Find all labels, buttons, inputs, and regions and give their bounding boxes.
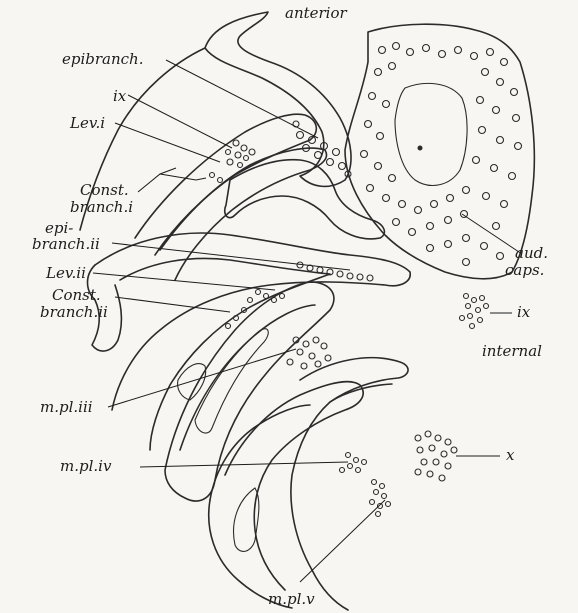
label-m-pl-iii: m.pl.iii bbox=[40, 400, 93, 415]
label-epibranch: epibranch. bbox=[62, 52, 143, 67]
label-internal: internal bbox=[482, 344, 542, 359]
arch-v bbox=[291, 358, 408, 610]
label-aud-caps-line1: aud. bbox=[515, 246, 548, 261]
label-ix-right: ix bbox=[517, 305, 530, 320]
label-const-branch-i-line2: branch.i bbox=[70, 200, 133, 215]
label-m-pl-v: m.pl.v bbox=[268, 592, 315, 607]
m-pl-v-cluster bbox=[370, 480, 391, 517]
label-ix-top: ix bbox=[113, 89, 126, 104]
arch-ii-outer bbox=[95, 233, 410, 410]
label-lev-i: Lev.i bbox=[70, 116, 105, 131]
m-pl-iii-cluster bbox=[287, 337, 331, 369]
label-const-branch-ii-line2: branch.ii bbox=[40, 305, 108, 320]
capsule-cavity bbox=[395, 83, 467, 185]
label-const-branch-i-line1: Const. bbox=[80, 183, 129, 198]
label-const-branch-ii-line1: Const. bbox=[52, 288, 101, 303]
capsule-cavity-dot bbox=[418, 146, 423, 151]
label-x: x bbox=[506, 448, 514, 463]
label-aud-caps-line2: caps. bbox=[505, 263, 544, 278]
label-epi-ii-line2: branch.ii bbox=[32, 237, 100, 252]
label-lev-ii: Lev.ii bbox=[46, 266, 86, 281]
arch-iv-outer bbox=[225, 382, 363, 590]
label-m-pl-iv: m.pl.iv bbox=[60, 459, 111, 474]
nerve-x-cluster bbox=[415, 431, 457, 481]
nerve-ix-right-cluster bbox=[460, 294, 489, 329]
label-epi-ii-line1: epi- bbox=[45, 221, 73, 236]
leader-lines bbox=[93, 60, 522, 582]
auditory-capsule bbox=[345, 24, 534, 279]
arch-iii-cleft bbox=[195, 329, 268, 433]
arch-iv-inner bbox=[210, 405, 310, 500]
label-anterior: anterior bbox=[285, 6, 347, 21]
arch-iv-loop bbox=[234, 488, 259, 551]
